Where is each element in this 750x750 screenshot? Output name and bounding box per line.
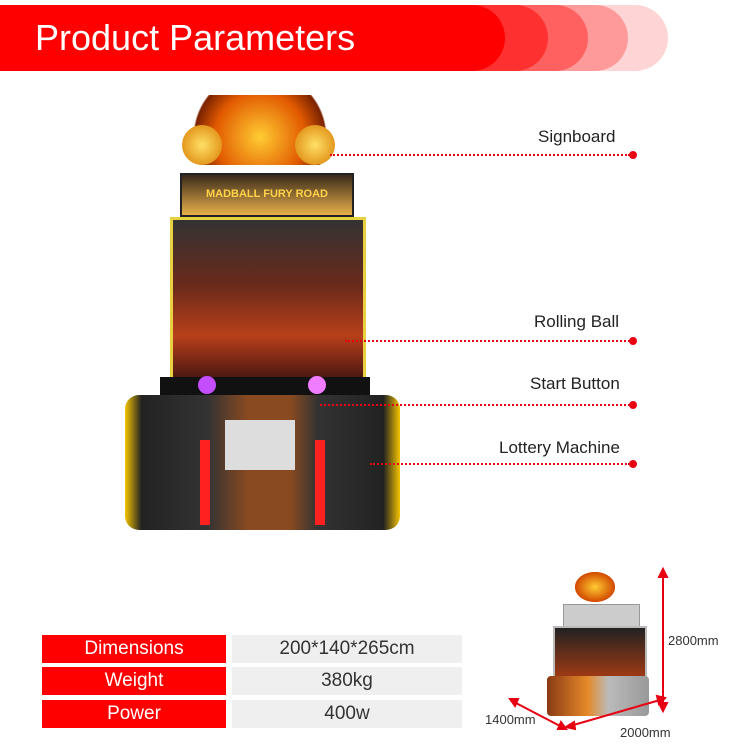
spec-value-power: 400w: [232, 700, 462, 728]
page-title: Product Parameters: [35, 17, 356, 58]
dimension-depth: 1400mm: [485, 712, 536, 727]
signboard-fireball-left: [182, 125, 222, 165]
thumbnail-marquee: [563, 604, 640, 628]
start-button-right: [308, 376, 326, 394]
led-strip-right: [315, 440, 325, 525]
machine-thumbnail: [545, 572, 655, 717]
depth-arrow: [513, 701, 563, 728]
thumbnail-signboard: [575, 572, 615, 602]
control-panel: [160, 377, 370, 395]
callout-line-lottery-machine: [370, 463, 630, 465]
spec-label-power: Power: [42, 700, 226, 728]
callout-line-rolling-ball: [345, 340, 630, 342]
spec-value-dimensions: 200*140*265cm: [232, 635, 462, 663]
callout-label-signboard: Signboard: [538, 127, 616, 146]
callout-dot: [629, 460, 637, 468]
marquee: MADBALL FURY ROAD: [180, 173, 354, 217]
callout-dot: [629, 401, 637, 409]
callout-label-rolling-ball: Rolling Ball: [534, 312, 620, 331]
spec-value-weight: 380kg: [232, 667, 462, 695]
lottery-panel: [225, 420, 295, 470]
callout-label-start-button: Start Button: [530, 374, 620, 393]
spec-label-weight: Weight: [42, 667, 226, 695]
arcade-machine-image: MADBALL FURY ROAD: [120, 95, 405, 535]
callout-label-lottery-machine: Lottery Machine: [499, 438, 620, 457]
width-arrow: [569, 699, 661, 727]
dimension-width: 2000mm: [620, 725, 671, 740]
callout-dot: [629, 151, 637, 159]
led-strip-left: [200, 440, 210, 525]
spec-label-dimensions: Dimensions: [42, 635, 226, 663]
signboard-fireball-right: [295, 125, 335, 165]
start-button-left: [198, 376, 216, 394]
thumbnail-cabinet: [547, 676, 649, 716]
callout-dot: [629, 337, 637, 345]
dimension-height: 2800mm: [668, 633, 719, 648]
header-banner: [0, 5, 505, 71]
callout-line-start-button: [320, 404, 630, 406]
dimension-arrows: [508, 566, 669, 731]
play-screen: [170, 217, 366, 388]
callout-line-signboard: [330, 154, 630, 156]
